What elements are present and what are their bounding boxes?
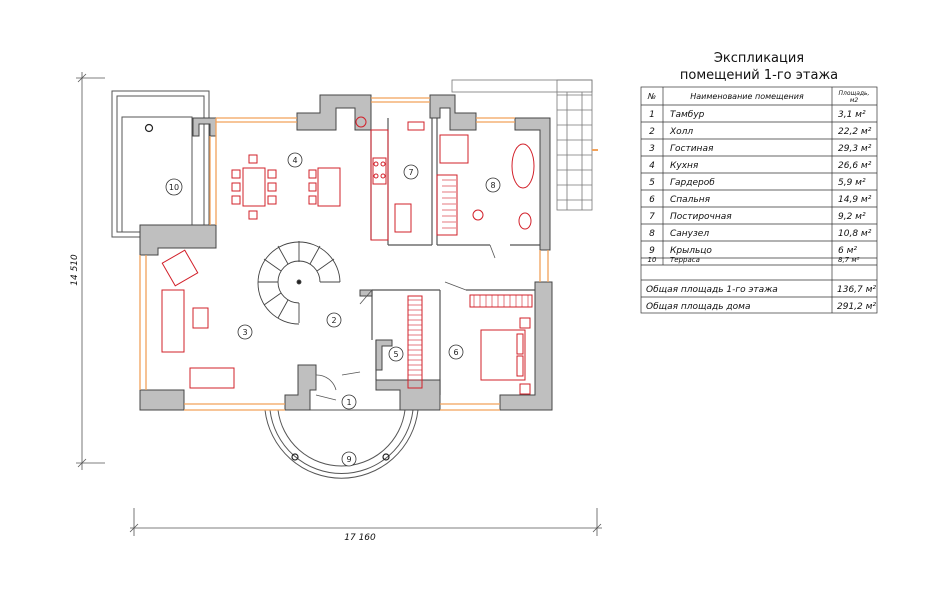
legend-total-house-label: Общая площадь дома	[646, 302, 750, 312]
dimension-lines	[76, 72, 602, 536]
exterior-stair	[451, 79, 598, 211]
room-marker-6	[448, 344, 464, 360]
legend-row-number: 1	[649, 110, 655, 120]
legend-table-grid	[640, 86, 878, 314]
legend-row-name: Крыльцо	[670, 246, 712, 256]
exterior-walls	[139, 94, 553, 411]
legend-row-number: 6	[649, 195, 655, 205]
legend-rows: 1 Тамбур 3,1 м² 2 Холл 22,2 м² 3 Гостина…	[648, 110, 872, 264]
doors	[315, 244, 496, 401]
terrace	[111, 90, 210, 238]
legend-row-area: 14,9 м²	[838, 195, 872, 205]
legend-total-house-value: 291,2 м²	[837, 302, 876, 312]
legend-row-area: 8,7 м²	[838, 256, 860, 264]
legend-title-line2: помещений 1-го этажа	[680, 68, 838, 83]
room-marker-labels: 1 2 3 4 5 6 7 8 9 10	[169, 156, 496, 464]
legend-row-number: 3	[649, 144, 655, 154]
room-marker-8	[485, 177, 501, 193]
room-marker-10	[165, 178, 183, 196]
legend-row-area: 5,9 м²	[838, 178, 866, 188]
legend-header-number: №	[647, 92, 656, 101]
room-number-1: 1	[346, 398, 351, 407]
legend-row-area: 29,3 м²	[838, 144, 872, 154]
legend-row-name: Кухня	[670, 161, 699, 171]
legend-row-area: 10,8 м²	[838, 229, 872, 239]
wardrobe-hatching	[408, 179, 529, 381]
dimension-height-label: 14 510	[70, 254, 80, 286]
legend-row-number: 7	[649, 212, 655, 222]
spiral-stair	[257, 241, 341, 325]
legend-row-name: Санузел	[670, 229, 709, 239]
furniture	[161, 116, 535, 395]
legend-header-area-line2: м2	[850, 97, 859, 104]
room-number-5: 5	[393, 350, 398, 359]
legend-row-number: 10	[648, 256, 657, 264]
room-number-7: 7	[408, 168, 413, 177]
legend-row-name: Тамбур	[670, 110, 705, 120]
legend-row-area: 26,6 м²	[838, 161, 872, 171]
room-number-2: 2	[331, 316, 336, 325]
room-marker-5	[388, 346, 404, 362]
legend-row-name: Постирочная	[670, 212, 732, 222]
room-number-8: 8	[490, 181, 495, 190]
dimension-width-label: 17 160	[344, 533, 376, 543]
legend-row-number: 2	[649, 127, 655, 137]
legend-row-area: 22,2 м²	[838, 127, 872, 137]
legend-row-name: Гостиная	[670, 144, 714, 154]
porch	[264, 409, 419, 479]
room-marker-1	[341, 394, 357, 410]
room-marker-9	[341, 451, 357, 467]
legend-header-name: Наименование помещения	[690, 92, 804, 101]
legend-row-name: Холл	[669, 127, 693, 137]
legend-total-floor-label: Общая площадь 1-го этажа	[646, 285, 778, 295]
legend-row-area: 9,2 м²	[838, 212, 866, 222]
porch-post-right	[382, 453, 390, 461]
legend-title-line1: Экспликация	[714, 51, 804, 66]
windows	[139, 97, 549, 411]
legend-row-number: 8	[649, 229, 655, 239]
room-markers	[165, 152, 501, 467]
room-number-9: 9	[346, 455, 351, 464]
legend-row-number: 9	[649, 246, 655, 256]
room-number-6: 6	[453, 348, 458, 357]
terrace-post	[144, 123, 154, 133]
legend-row-area: 6 м²	[838, 246, 857, 256]
room-marker-4	[287, 152, 303, 168]
room-number-10: 10	[169, 183, 179, 192]
legend-header-area-line1: Площадь,	[839, 90, 870, 97]
room-number-3: 3	[242, 328, 247, 337]
room-number-4: 4	[292, 156, 297, 165]
legend-row-name: Гардероб	[670, 178, 715, 188]
porch-post-left	[291, 453, 299, 461]
room-marker-3	[237, 324, 253, 340]
legend-total-floor-value: 136,7 м²	[837, 285, 876, 295]
legend-row-name: Терраса	[670, 256, 700, 264]
room-marker-7	[403, 164, 419, 180]
legend-row-number: 4	[649, 161, 655, 171]
legend-row-number: 5	[649, 178, 655, 188]
legend-row-name: Спальня	[670, 195, 711, 205]
legend-row-area: 3,1 м²	[838, 110, 866, 120]
room-marker-2	[326, 312, 342, 328]
